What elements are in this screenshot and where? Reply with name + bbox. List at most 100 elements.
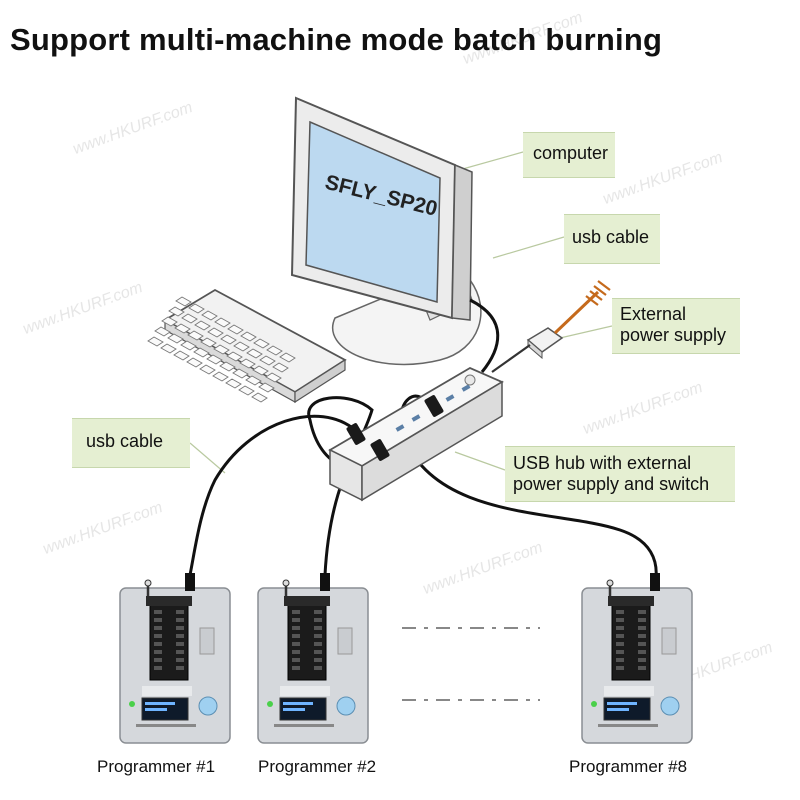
socket-pin <box>176 610 184 614</box>
socket-pin <box>314 642 322 646</box>
socket-pin <box>616 658 624 662</box>
socket-pin <box>616 642 624 646</box>
keyboard-key <box>188 303 205 314</box>
socket-pin <box>176 642 184 646</box>
keyboard-key <box>186 357 203 368</box>
keyboard-key <box>147 336 164 347</box>
display-text-line <box>283 702 313 705</box>
keyboard-key <box>265 372 282 383</box>
socket-pin <box>292 658 300 662</box>
socket-pin <box>638 658 646 662</box>
socket-pin <box>292 634 300 638</box>
start-button <box>660 696 680 716</box>
status-led <box>129 701 135 707</box>
page-title: Support multi-machine mode batch burning <box>10 22 663 57</box>
callout-usb-cable-left: usb cable <box>72 418 190 468</box>
keyboard-key <box>187 330 204 341</box>
socket-pin <box>292 626 300 630</box>
socket-pin <box>616 618 624 622</box>
keyboard-key <box>239 358 256 369</box>
leader-power <box>559 325 613 339</box>
socket-pin <box>176 626 184 630</box>
socket-pin <box>638 618 646 622</box>
socket-pin <box>616 626 624 630</box>
socket-pin <box>176 618 184 622</box>
zif-top <box>284 596 330 606</box>
socket-pin <box>314 658 322 662</box>
usb-connector <box>320 573 330 591</box>
monitor: SFLY_SP20 <box>290 96 473 321</box>
status-led <box>267 701 273 707</box>
keyboard-key <box>258 382 275 393</box>
keyboard-key <box>259 355 276 366</box>
socket-pin <box>638 642 646 646</box>
status-led <box>591 701 597 707</box>
keyboard-key <box>272 362 289 373</box>
socket-pin <box>176 650 184 654</box>
zif-lever-knob <box>282 579 290 587</box>
keyboard-key <box>167 333 184 344</box>
keyboard-key <box>160 343 177 354</box>
socket-pin <box>314 650 322 654</box>
callout-external-power: External power supply <box>612 298 740 354</box>
usb-cable-p8 <box>399 394 658 586</box>
socket-pin <box>154 666 162 670</box>
socket-pin <box>176 666 184 670</box>
callout-usb-hub: USB hub with external power supply and s… <box>505 446 735 502</box>
socket-pin <box>638 626 646 630</box>
keyboard-key <box>206 354 223 365</box>
zif-lever-knob <box>144 579 152 587</box>
socket-pin <box>638 634 646 638</box>
socket-pin <box>616 610 624 614</box>
socket-pin <box>154 610 162 614</box>
socket-pin <box>154 658 162 662</box>
socket-pin <box>314 618 322 622</box>
socket-pin <box>176 658 184 662</box>
socket-pin <box>292 610 300 614</box>
socket-pin <box>638 666 646 670</box>
keyboard-key <box>175 296 192 307</box>
display-text-line <box>607 702 637 705</box>
start-button <box>336 696 356 716</box>
external-power-plug <box>491 280 611 373</box>
zif-top <box>146 596 192 606</box>
socket-pin <box>154 642 162 646</box>
socket-pin <box>616 634 624 638</box>
leader-usb-top <box>492 236 565 259</box>
leader-usb-left <box>189 442 226 474</box>
keyboard-key <box>173 350 190 361</box>
socket-pin <box>638 610 646 614</box>
keyboard-key <box>180 340 197 351</box>
keyboard-key <box>212 371 229 382</box>
socket-pin <box>314 666 322 670</box>
programmer-label-2: Programmer #2 <box>258 757 377 776</box>
usb-cable-p1 <box>188 414 356 576</box>
socket-pin <box>154 626 162 630</box>
socket-pin <box>314 610 322 614</box>
keyboard-key <box>154 326 171 337</box>
socket-pin <box>638 650 646 654</box>
usb-connector <box>650 573 660 591</box>
programmer-device <box>257 573 369 744</box>
keyboard-key <box>213 344 230 355</box>
usb-cable-computer <box>469 298 500 373</box>
keyboard-key <box>220 334 237 345</box>
socket-pin <box>154 650 162 654</box>
side-badge <box>199 627 215 655</box>
socket-pin <box>616 666 624 670</box>
socket-pin <box>314 626 322 630</box>
zif-lever-knob <box>606 579 614 587</box>
keyboard-key <box>251 392 268 403</box>
display-text-line <box>283 708 305 711</box>
keyboard-key <box>225 378 242 389</box>
keyboard-key <box>201 310 218 321</box>
socket-pin <box>292 642 300 646</box>
keyboard-key <box>246 348 263 359</box>
model-caption <box>274 724 334 727</box>
keyboard-key <box>252 365 269 376</box>
socket-pin <box>292 618 300 622</box>
keyboard-key <box>266 345 283 356</box>
keyboard-key <box>245 375 262 386</box>
